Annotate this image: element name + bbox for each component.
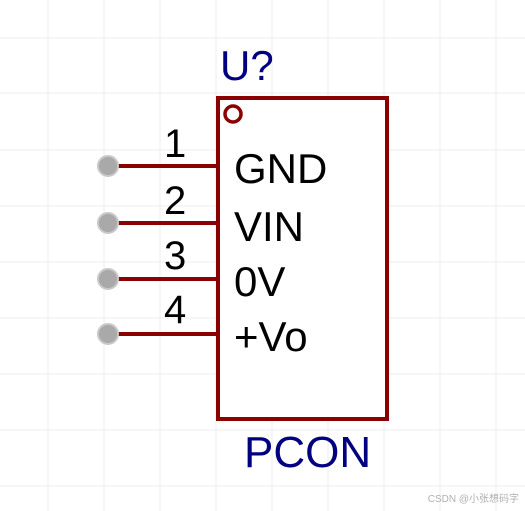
pin-4-number: 4	[164, 288, 186, 332]
pin-2-name: VIN	[234, 203, 304, 250]
pin-1-number: 1	[164, 122, 186, 166]
pin1-indicator-circle	[223, 104, 243, 124]
pin-3-end[interactable]	[97, 268, 119, 290]
pin-1-end[interactable]	[97, 155, 119, 177]
pin-4-end[interactable]	[97, 323, 119, 345]
pin-4[interactable]: 4 +Vo	[97, 288, 308, 360]
watermark-text: CSDN @小张想码字	[428, 492, 519, 505]
component-name-label[interactable]: PCON	[244, 428, 371, 477]
pin-2[interactable]: 2 VIN	[97, 179, 304, 250]
pin-4-name: +Vo	[234, 313, 308, 360]
pin-3-number: 3	[164, 234, 186, 278]
pin-2-number: 2	[164, 179, 186, 223]
pin-3-name: 0V	[234, 258, 285, 305]
pin-1[interactable]: 1 GND	[97, 122, 327, 192]
pin-3[interactable]: 3 0V	[97, 234, 285, 305]
pin-1-name: GND	[234, 145, 327, 192]
component-body[interactable]	[216, 96, 389, 421]
designator-label[interactable]: U?	[220, 42, 274, 89]
pin-2-end[interactable]	[97, 212, 119, 234]
